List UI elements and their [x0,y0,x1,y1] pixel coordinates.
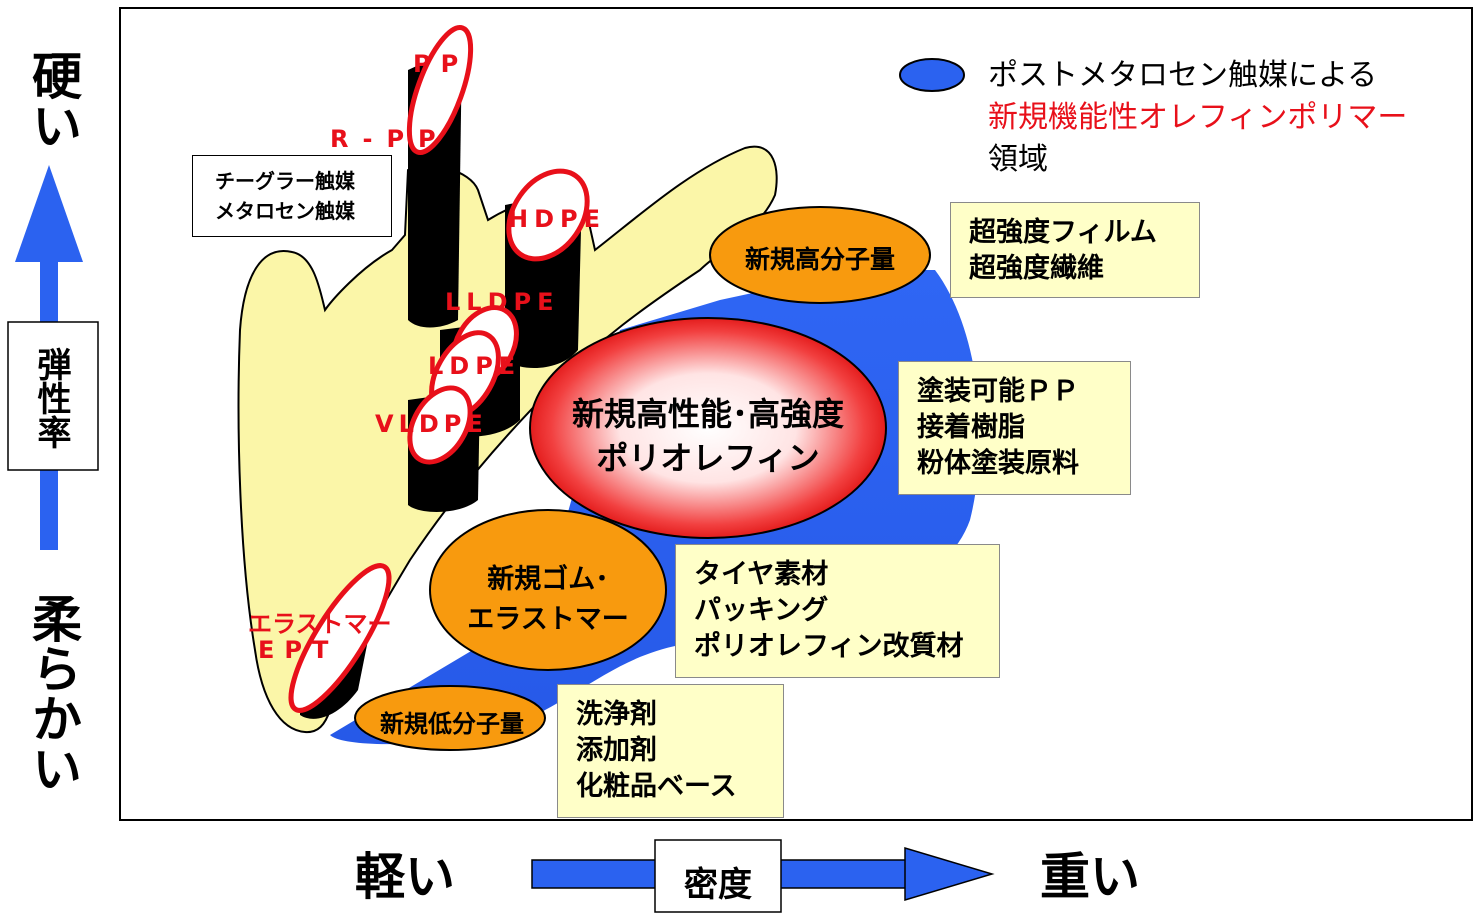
x-axis-left-label: 軽い [355,848,455,906]
tire-box: タイヤ素材 パッキング ポリオレフィン改質材 [675,544,1000,678]
paint-box: 塗装可能ＰＰ 接着樹脂 粉体塗装原料 [898,361,1131,495]
catalyst-line-1: チーグラー触媒 [215,169,355,193]
detergent-line-2: 添加剤 [576,735,657,766]
ept-label: EPT [258,636,339,664]
tire-line-1: タイヤ素材 [694,559,829,590]
pp-ellipse [406,25,474,155]
y-axis-title: 弾性率 [31,346,71,449]
catalyst-box: チーグラー触媒 メタロセン触媒 [192,155,392,237]
y-label-box [7,321,99,471]
x-axis-right-label: 重い [1040,848,1140,906]
tire-line-3: ポリオレフィン改質材 [694,631,964,662]
rpp-label: R-PP [330,125,450,153]
detergent-box: 洗浄剤 添加剤 化粧品ベース [557,684,784,818]
ldpe-label: LDPE [428,352,522,380]
catalyst-line-2: メタロセン触媒 [215,199,355,223]
film-line-1: 超強度フィルム [969,217,1157,248]
elastomer-label: エラストマー [248,610,392,638]
legend-line-3: 領域 [988,142,1048,177]
center-line-2: ポリオレフィン [596,439,820,477]
low-mw-label: 新規低分子量 [380,710,524,738]
legend-line-2: 新規機能性オレフィンポリマー [988,100,1408,135]
center-ellipse [529,317,887,539]
vldpe-label: VLDPE [375,410,488,438]
hdpe-label: HDPE [508,205,606,233]
detergent-line-1: 洗浄剤 [576,699,657,730]
legend-line-1: ポストメタロセン触媒による [988,58,1378,93]
y-axis-bottom-label: 柔らかい [24,593,82,793]
legend-text: ポストメタロセン触媒による 新規機能性オレフィンポリマー 領域 [988,55,1407,181]
detergent-line-3: 化粧品ベース [576,771,737,802]
film-line-2: 超強度繊維 [969,253,1104,284]
y-axis-top-label: 硬い [24,50,82,150]
legend-swatch [899,58,965,92]
ept-ellipse [288,563,392,713]
center-label: 新規高性能･高強度 ポリオレフィン [535,392,881,480]
pp-label: PP [413,50,469,78]
low-mw-ellipse [354,685,546,751]
x-axis-title: 密度 [684,865,752,905]
x-axis-arrow [531,839,995,913]
tire-line-2: パッキング [694,595,829,626]
paint-line-1: 塗装可能ＰＰ [917,376,1079,407]
paint-line-3: 粉体塗装原料 [917,448,1079,479]
high-mw-ellipse [709,206,931,304]
lldpe-label: LLDPE [445,288,560,316]
hdpe-ellipse [506,168,590,262]
polymer-ellipses [288,25,590,713]
vldpe-ellipse [407,385,473,465]
paint-line-2: 接着樹脂 [917,412,1025,443]
rubber-ellipse [429,509,667,671]
center-line-1: 新規高性能･高強度 [571,395,844,433]
rubber-label: 新規ゴム･ エラストマー [448,560,648,640]
rubber-line-2: エラストマー [467,604,629,635]
high-mw-label: 新規高分子量 [744,245,895,274]
film-box: 超強度フィルム 超強度繊維 [950,202,1200,298]
rubber-line-1: 新規ゴム･ [487,564,609,595]
